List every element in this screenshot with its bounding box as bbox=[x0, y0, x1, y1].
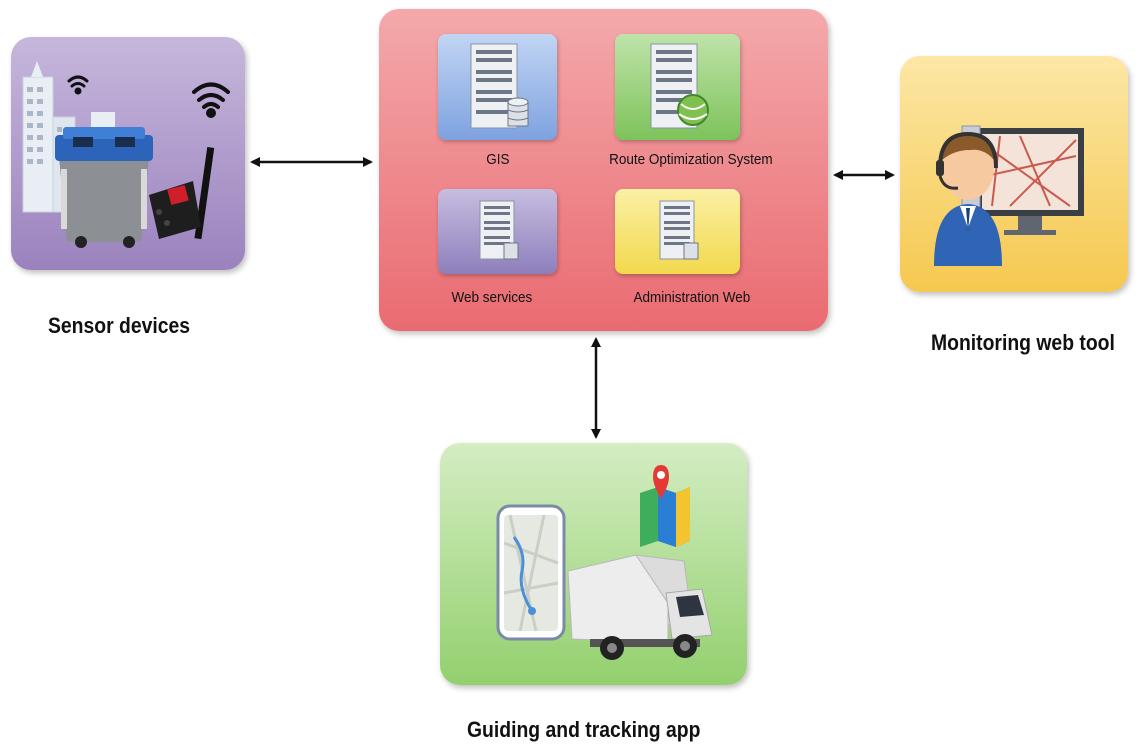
database-icon bbox=[507, 97, 529, 127]
monitoring-caption: Monitoring web tool bbox=[931, 330, 1115, 355]
sensor-module-icon bbox=[149, 147, 215, 240]
core-system-panel: GIS Route Optimization System bbox=[379, 9, 828, 331]
server-icon bbox=[659, 200, 699, 260]
administration-web-tile bbox=[615, 189, 740, 274]
monitoring-illustration bbox=[934, 125, 1084, 266]
sensor-devices-caption: Sensor devices bbox=[48, 313, 191, 338]
map-pin-icon bbox=[640, 465, 690, 547]
guiding-app-illustration bbox=[496, 465, 713, 660]
monitoring-panel bbox=[900, 56, 1128, 292]
sensor-devices-illustration bbox=[22, 61, 230, 248]
wifi-icon bbox=[192, 82, 230, 118]
route-optimization-label: Route Optimization System bbox=[609, 151, 773, 168]
route-optimization-tile bbox=[615, 34, 740, 140]
smartphone-map-icon bbox=[496, 504, 566, 641]
operator-headset-icon bbox=[934, 131, 1002, 266]
sensor-devices-panel bbox=[11, 37, 245, 270]
administration-web-label: Administration Web bbox=[633, 289, 751, 306]
web-services-label: Web services bbox=[451, 289, 533, 306]
waste-bin-icon bbox=[55, 127, 153, 248]
guiding-app-panel bbox=[440, 443, 747, 685]
gis-label: GIS bbox=[486, 151, 510, 168]
server-icon bbox=[479, 200, 519, 260]
gis-tile bbox=[438, 34, 557, 140]
garbage-truck-icon bbox=[567, 554, 713, 660]
wifi-icon bbox=[67, 75, 89, 95]
web-services-tile bbox=[438, 189, 557, 274]
globe-icon bbox=[677, 94, 709, 126]
guiding-app-caption: Guiding and tracking app bbox=[467, 717, 701, 742]
